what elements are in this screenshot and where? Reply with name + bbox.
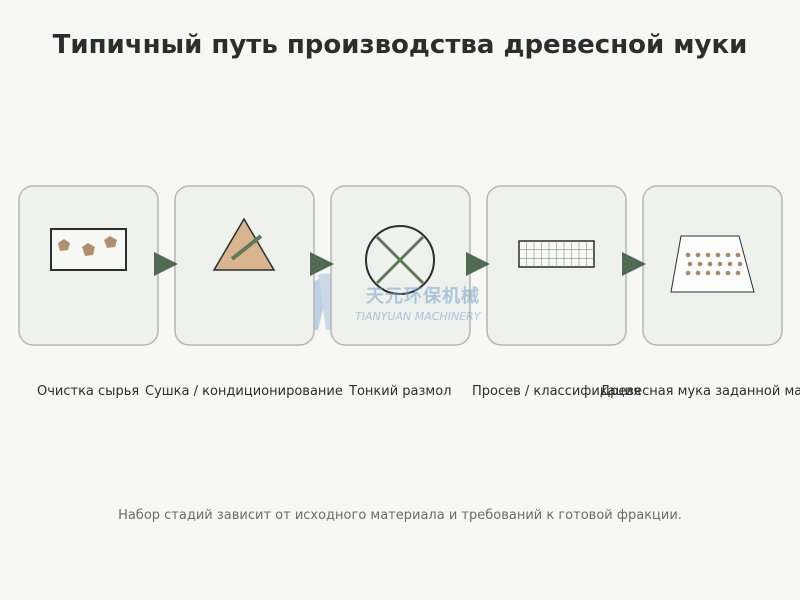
step-label-3: Тонкий размол <box>349 384 452 399</box>
step-label-1: Очистка сырья <box>37 384 140 399</box>
watermark-cn-text: 天元环保机械 <box>366 286 480 307</box>
cleaning-icon <box>50 228 127 271</box>
sieve-icon <box>518 240 595 268</box>
milling-icon <box>365 225 435 295</box>
step-label-5: Древесная мука заданной марки <box>600 384 800 399</box>
footnote: Набор стадий зависит от исходного матери… <box>118 508 682 523</box>
drying-icon <box>212 217 276 271</box>
watermark-en-text: TIANYUAN MACHINERY <box>355 310 481 323</box>
flour-icon <box>670 235 755 293</box>
step-label-2: Сушка / кондиционирование <box>145 384 343 399</box>
diagram-title: Типичный путь производства древесной мук… <box>52 30 748 60</box>
step-label-4: Просев / классификация <box>472 384 641 399</box>
